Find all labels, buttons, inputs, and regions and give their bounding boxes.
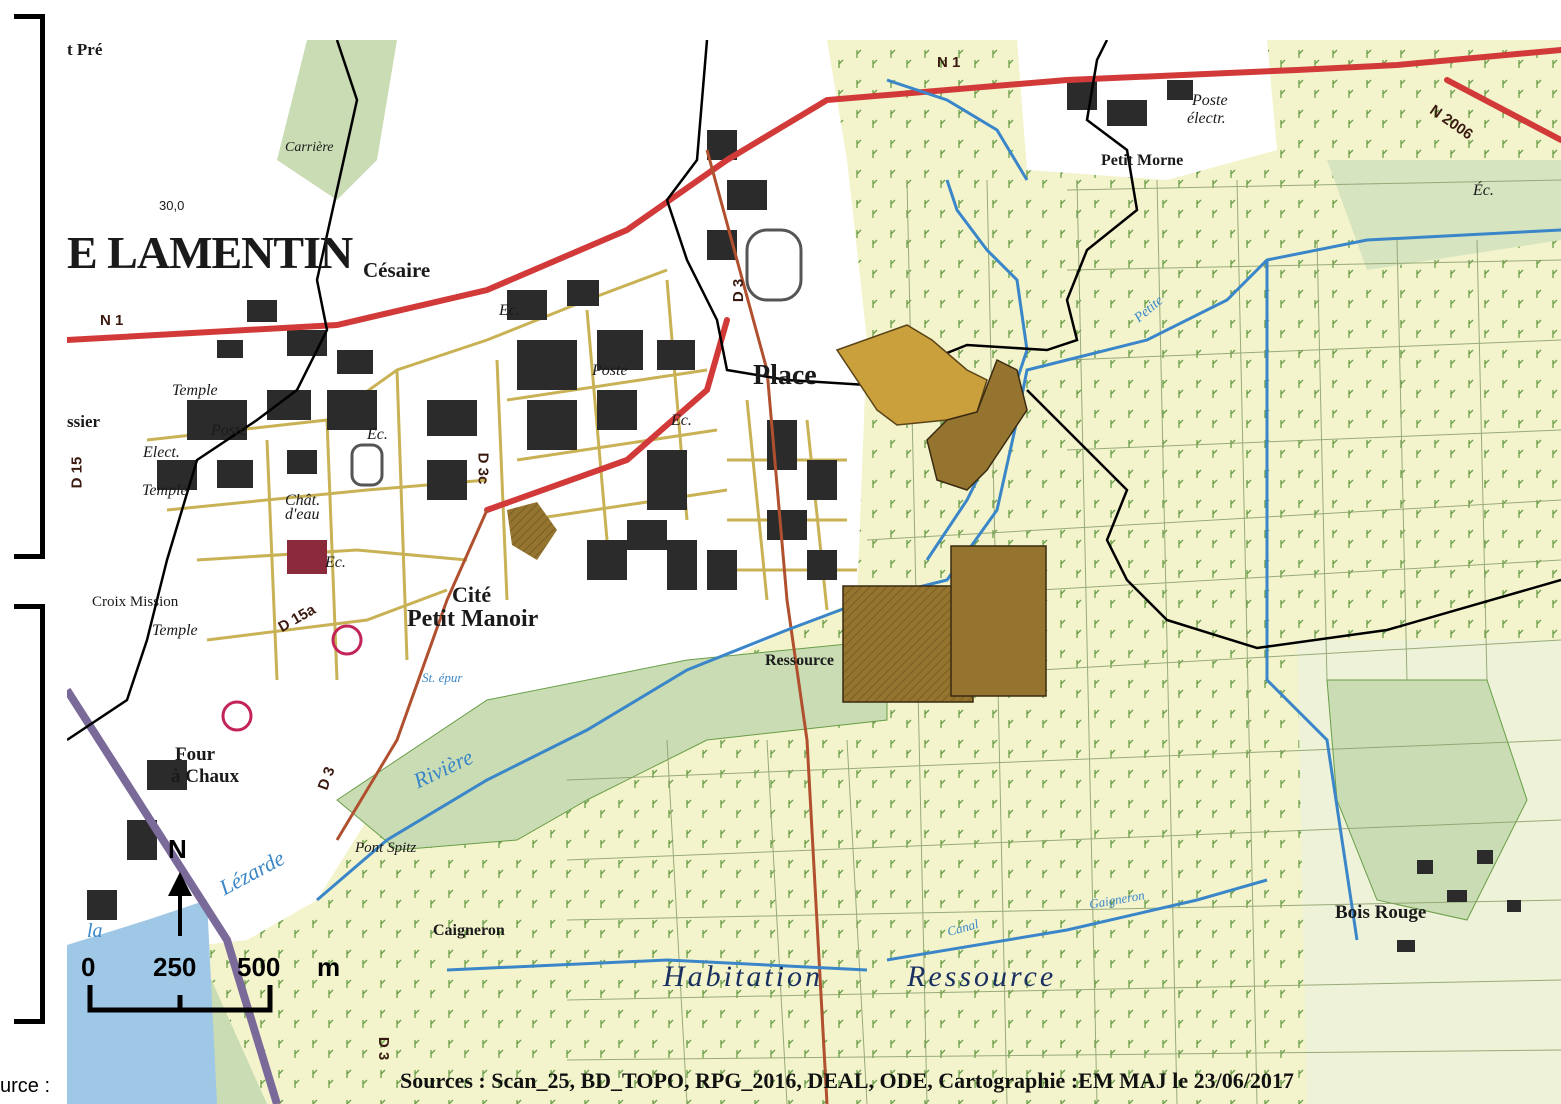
scale-unit: m bbox=[317, 952, 341, 982]
place-label-habitation: Habitation bbox=[663, 960, 824, 993]
secondary-roads bbox=[335, 149, 829, 1104]
parcel-hatched-b bbox=[950, 545, 1047, 697]
place-label-croix-mission: Croix Mission bbox=[92, 594, 179, 610]
place-label-petit-manoir: Petit Manoir bbox=[407, 606, 539, 632]
rivers bbox=[316, 78, 1561, 972]
railway bbox=[67, 687, 281, 1104]
road-label-n1-top: N 1 bbox=[937, 54, 961, 71]
commune-boundary bbox=[67, 40, 1561, 742]
place-label-cite: Cité bbox=[452, 582, 492, 607]
town-label-lamentin: E LAMENTIN bbox=[67, 227, 353, 278]
left-bracket-top bbox=[14, 14, 45, 559]
main-roads bbox=[67, 47, 1561, 513]
parcel-hatched-c bbox=[507, 502, 557, 560]
place-label-petit-morne: Petit Morne bbox=[1101, 152, 1184, 169]
topographic-map[interactable]: E LAMENTIN Césaire Place Cité Petit Mano… bbox=[67, 40, 1561, 1104]
place-label-ec-5: Éc. bbox=[1473, 182, 1494, 199]
place-label-poste-2: Poste bbox=[592, 362, 628, 379]
north-label: N bbox=[168, 834, 187, 864]
map-sources-credit: Sources : Scan_25, BD_TOPO, RPG_2016, DE… bbox=[400, 1068, 1294, 1093]
left-bracket-bottom bbox=[14, 604, 45, 1024]
river-label-st-epur: St. épur bbox=[422, 670, 463, 685]
place-label-a-chaux: à Chaux bbox=[171, 766, 240, 787]
buildings bbox=[87, 80, 1521, 952]
place-label-ec-1: Ec. bbox=[367, 426, 388, 443]
place-label-four: Four bbox=[175, 744, 216, 765]
sea bbox=[67, 900, 217, 1104]
place-label-caigneron: Caigneron bbox=[433, 922, 505, 939]
river-label-la: la bbox=[87, 920, 103, 942]
forest-5 bbox=[1327, 160, 1561, 270]
place-label-elect: Elect. bbox=[143, 444, 180, 461]
place-label-ressource-big: Ressource bbox=[907, 960, 1057, 993]
place-label-bois-rouge: Bois Rouge bbox=[1335, 902, 1427, 923]
scale-bar bbox=[87, 985, 273, 1013]
place-label-chateau-deau: Chât. d'eau bbox=[285, 492, 321, 523]
north-arrow-head bbox=[168, 872, 192, 896]
road-label-n1-left: N 1 bbox=[100, 312, 124, 329]
stadium-field bbox=[745, 228, 803, 302]
point-symbols bbox=[221, 624, 363, 732]
place-label-ec-4: Ec. bbox=[325, 554, 346, 571]
road-label-d3c: D 3c bbox=[474, 452, 492, 485]
place-label-pre: t Pré bbox=[67, 40, 103, 59]
forest-2 bbox=[277, 40, 397, 200]
source-label: urce : bbox=[0, 1075, 51, 1097]
place-label-cesaire: Césaire bbox=[363, 258, 431, 282]
stadium-small bbox=[350, 443, 384, 487]
place-label-temple-3: Temple bbox=[152, 622, 198, 639]
map-graphics bbox=[67, 40, 1561, 1104]
field-grid bbox=[566, 179, 1561, 1104]
place-label-ec-3: Ec. bbox=[671, 412, 692, 429]
scale-mid: 250 bbox=[153, 952, 197, 982]
elevation-label: 30,0 bbox=[159, 198, 185, 213]
road-label-d3-a: D 3 bbox=[730, 278, 748, 303]
parcel-light bbox=[835, 324, 988, 426]
road-label-d3-c: D 3 bbox=[375, 1036, 393, 1061]
scale-end: 500 bbox=[237, 952, 281, 982]
place-label-poste-1: Poste bbox=[211, 422, 247, 439]
place-label-ressource: Ressource bbox=[765, 652, 835, 669]
place-label-ssier: ssier bbox=[67, 412, 101, 431]
hospital-block bbox=[287, 540, 327, 574]
place-label-place: Place bbox=[753, 360, 817, 391]
place-label-temple-2: Temple bbox=[142, 482, 188, 499]
place-label-temple-1: Temple bbox=[172, 382, 218, 399]
place-label-pont-spitz: Pont Spitz bbox=[355, 840, 417, 856]
place-label-poste-electr-2: électr. bbox=[1187, 110, 1226, 127]
scale-zero: 0 bbox=[81, 952, 96, 982]
place-label-poste-electr-1: Poste bbox=[1192, 92, 1228, 109]
forest-1 bbox=[336, 639, 888, 851]
place-label-ec-2: Ec. bbox=[499, 302, 520, 319]
road-label-d15: D 15 bbox=[68, 456, 86, 489]
place-label-carriere: Carrière bbox=[285, 140, 334, 155]
parcel-medium bbox=[926, 358, 1028, 491]
